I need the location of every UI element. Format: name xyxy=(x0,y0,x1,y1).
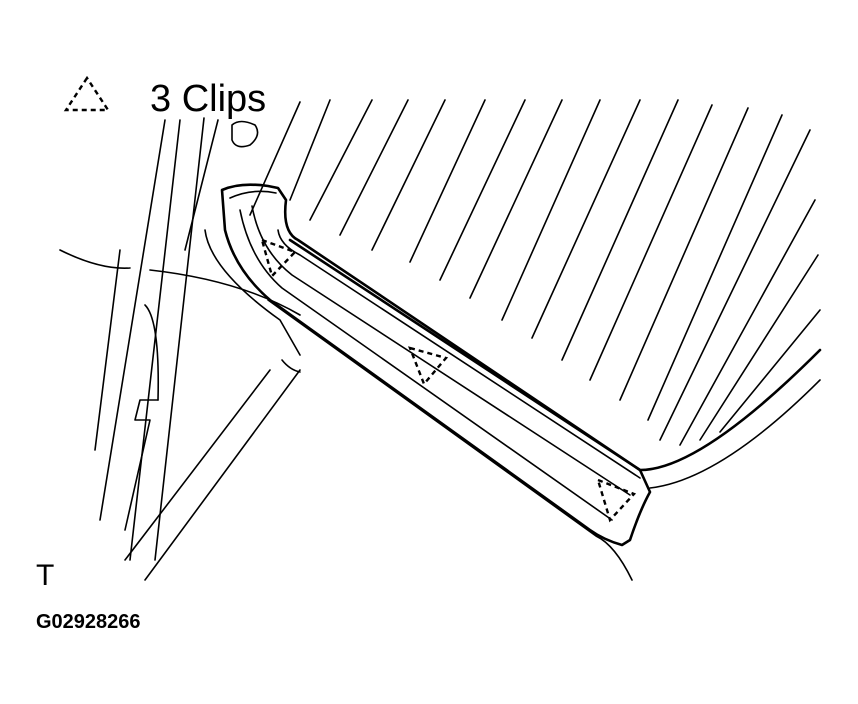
figure-code: G02928266 xyxy=(36,611,141,633)
body-panel xyxy=(59,117,301,581)
clip-marker-lower-icon xyxy=(596,477,637,523)
dashed-triangle-clip-icon xyxy=(63,75,111,112)
legend: 3 Clips xyxy=(63,75,266,120)
clip-marker-middle-icon xyxy=(408,346,449,387)
clip-markers xyxy=(260,238,637,523)
view-marker: T xyxy=(36,559,54,592)
window-glass xyxy=(249,99,822,489)
legend-clips-label: 3 Clips xyxy=(150,78,266,120)
pillar-garnish xyxy=(220,183,652,581)
